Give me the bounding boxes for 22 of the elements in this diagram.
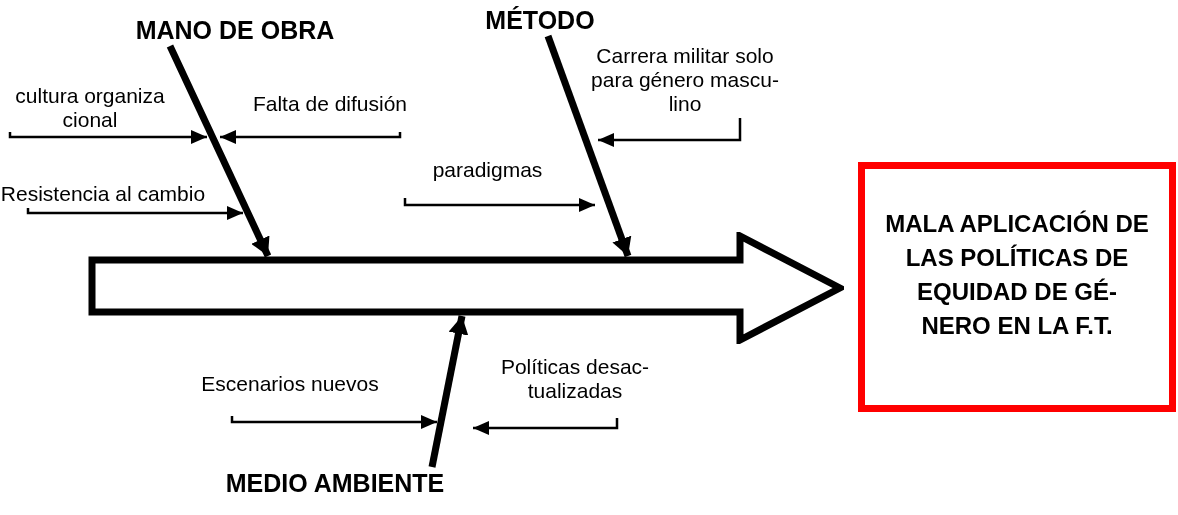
arrow [544,34,632,258]
arrow [166,44,272,258]
arrow [26,206,243,220]
category-label: MANO DE OBRA [110,14,360,46]
cause-label: paradigmas [400,158,575,198]
cause-label: Falta de difusión [250,92,410,132]
arrow [8,130,207,144]
category-label: MEDIO AMBIENTE [220,467,450,499]
arrow [230,415,437,429]
cause-label: Políticas desac- tualizadas [495,355,655,418]
effect-box: MALA APLICACIÓN DE LAS POLÍTICAS DE EQUIDAD DE GÉ- NERO EN LA F.T. [858,162,1176,412]
cause-label: cultura organiza cional [0,84,180,132]
cause-label: Escenarios nuevos [200,372,380,416]
arrow [403,198,595,212]
arrow [598,118,742,147]
cause-label: Resistencia al cambio [0,182,206,208]
spine-arrow [88,232,844,344]
arrow [220,130,402,144]
arrow [428,315,469,468]
cause-label: Carrera militar solo para género mascu- lino [590,44,780,118]
arrow [473,418,619,435]
category-label: MÉTODO [480,4,600,36]
